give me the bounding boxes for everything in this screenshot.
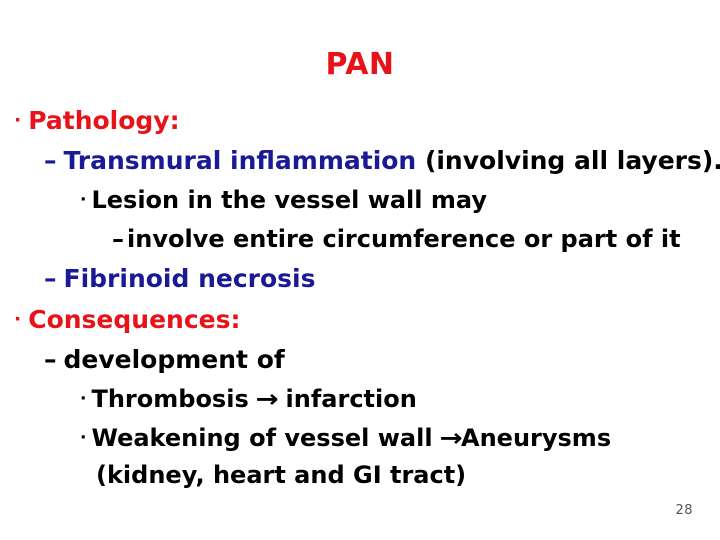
- bullet-text-organs-affected: (kidney, heart and GI tract): [96, 461, 467, 489]
- page-title: PAN: [325, 47, 395, 82]
- right-arrow-icon: →: [255, 385, 279, 413]
- bullet-text-lesion-vessel-wall: Lesion in the vessel wall may: [91, 186, 487, 214]
- bullet-text-fibrinoid-necrosis: Fibrinoid necrosis: [63, 264, 316, 293]
- bullet-marker-icon: ·: [14, 308, 22, 330]
- bullet-marker-icon: ·: [80, 389, 87, 409]
- bullet-line-pathology: · Pathology:: [0, 100, 720, 141]
- bullet-text-transmural-detail: (involving all layers).: [416, 146, 720, 175]
- dash-marker-icon: –: [112, 225, 124, 253]
- bullet-marker-icon: ·: [80, 190, 87, 210]
- bullet-line-transmural-inflammation: –Transmural inflammation (involving all …: [0, 141, 720, 181]
- dash-marker-icon: –: [44, 146, 57, 175]
- bullet-marker-icon: ·: [14, 109, 22, 131]
- bullet-text-involve-circumference: involve entire circumference or part of …: [127, 225, 681, 253]
- bullet-text-infarction: infarction: [277, 385, 417, 413]
- bullet-line-fibrinoid-necrosis: –Fibrinoid necrosis: [0, 259, 720, 299]
- dash-marker-icon: –: [44, 345, 57, 374]
- bullet-line-involve-circumference: –involve entire circumference or part of…: [0, 220, 720, 259]
- bullet-text-thrombosis: Thrombosis: [91, 385, 258, 413]
- bullet-line-lesion-vessel-wall: ·Lesion in the vessel wall may: [0, 181, 720, 220]
- bullet-line-consequences: · Consequences:: [0, 299, 720, 340]
- bullet-text-aneurysms: Aneurysms: [461, 424, 612, 452]
- bullet-line-organs-affected: (kidney, heart and GI tract): [0, 458, 720, 493]
- bullet-line-weakening-aneurysms: ·Weakening of vessel wall →Aneurysms: [0, 419, 720, 458]
- page-number: 28: [675, 503, 693, 518]
- slide-body: ·Pathology: –Transmural inflammation (in…: [0, 100, 720, 493]
- right-arrow-icon: →: [439, 424, 463, 452]
- bullet-text-consequences: Consequences:: [28, 305, 241, 334]
- bullet-line-thrombosis-infarction: ·Thrombosis → infarction: [0, 380, 720, 419]
- bullet-text-transmural-term: Transmural inflammation: [63, 146, 417, 175]
- bullet-text-weakening-vessel-wall: Weakening of vessel wall: [91, 424, 441, 452]
- bullet-line-development-of: –development of: [0, 340, 720, 380]
- bullet-text-development-of: development of: [63, 345, 285, 374]
- dash-marker-icon: –: [44, 264, 57, 293]
- bullet-text-pathology: Pathology:: [28, 106, 180, 135]
- bullet-marker-icon: ·: [80, 428, 87, 448]
